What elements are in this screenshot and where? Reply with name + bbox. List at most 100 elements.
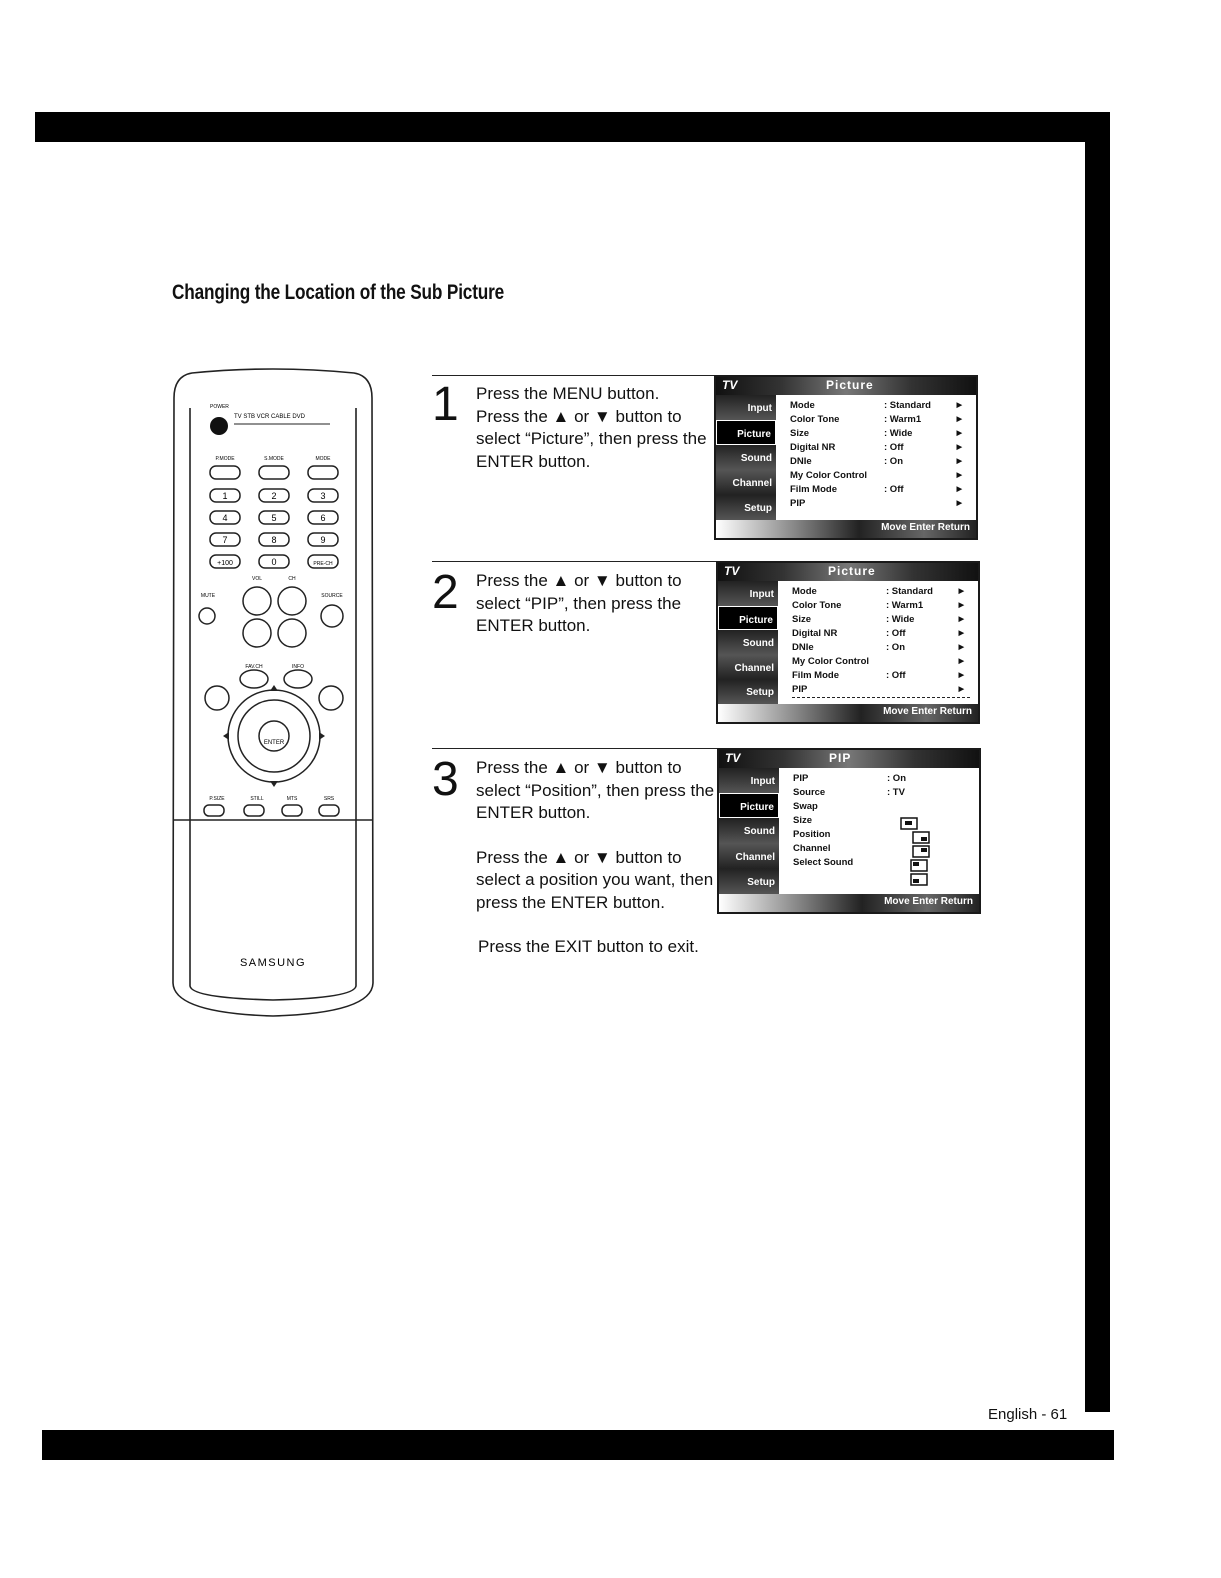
step-3-rule (432, 748, 717, 749)
osd-title-bar: TV Picture (716, 377, 976, 395)
step-number: 3 (432, 753, 459, 806)
number-key-plus100: +100 (217, 560, 233, 567)
mute-label: MUTE (201, 593, 216, 599)
osd-footer-hints: Move Enter Return (883, 706, 972, 717)
step-2: 2 Press the ▲ or ▼ button to select “PIP… (432, 561, 717, 661)
osd-picture-menu-1: TV Picture Input Picture Sound Channel S… (714, 375, 978, 540)
osd-title: Picture (828, 564, 876, 578)
bottom-black-bar (42, 1430, 1114, 1460)
exit-note: Press the EXIT button to exit. (478, 937, 699, 956)
osd-row: Digital NR: Off▶ (790, 442, 962, 453)
power-label: POWER (210, 404, 229, 410)
step-text: Press the ▲ or ▼ button to select “PIP”,… (476, 570, 717, 638)
psize-label: P.SIZE (209, 796, 225, 802)
arrow-right-icon: ▶ (958, 616, 964, 623)
arrow-right-icon: ▶ (956, 444, 962, 451)
prech-key: PRE-CH (313, 561, 333, 567)
osd-category-sound: Sound (740, 453, 772, 464)
osd-category-sound: Sound (743, 826, 775, 838)
osd-title-bar: TV Picture (718, 563, 978, 581)
section-title: Changing the Location of the Sub Picture (172, 281, 505, 304)
osd-category-setup: Setup (744, 503, 772, 514)
osd-footer: Move Enter Return (716, 520, 976, 538)
osd-footer-hints: Move Enter Return (884, 896, 973, 907)
osd-row: Position (793, 829, 831, 840)
osd-category-channel: Channel (732, 478, 772, 489)
step-number: 2 (432, 566, 459, 619)
osd-row: DNIe: On▶ (792, 642, 964, 653)
vol-label: VOL (252, 576, 262, 582)
step-1-rule (432, 375, 717, 376)
step-instruction: Press the ▲ or ▼ button to select “PIP”,… (476, 571, 682, 635)
osd-row: Film Mode: Off▶ (792, 670, 964, 681)
srs-label: SRS (324, 796, 335, 802)
osd-category-channel: Channel (734, 662, 774, 674)
still-label: STILL (250, 796, 264, 802)
osd-menu-rows: Mode: Standard▶ Color Tone: Warm1▶ Size:… (792, 585, 970, 698)
osd-tv-label: TV (722, 378, 738, 392)
number-key-2: 2 (271, 491, 276, 501)
step-text: Press the ▲ or ▼ button to select “Posit… (476, 757, 717, 914)
osd-category-setup: Setup (747, 876, 775, 888)
arrow-right-icon: ▶ (956, 458, 962, 465)
osd-row: Size: Wide▶ (790, 428, 962, 439)
osd-row: Digital NR: Off▶ (792, 628, 964, 639)
number-key-4: 4 (222, 513, 227, 523)
top-black-bar (35, 112, 1110, 142)
pmode-label: P.MODE (215, 456, 235, 462)
page-number: English - 61 (988, 1406, 1068, 1423)
osd-title: Picture (826, 378, 874, 392)
osd-category-sidebar: Input Picture Sound Channel Setup (718, 581, 778, 704)
samsung-brand: SAMSUNG (240, 957, 306, 969)
osd-row: My Color Control▶ (792, 656, 964, 667)
step-instruction: Press the ▲ or ▼ button to select “Posit… (476, 758, 715, 822)
arrow-right-icon: ▶ (956, 430, 962, 437)
step-2-rule (432, 561, 717, 562)
step-instruction: Press the ▲ or ▼ button to select a posi… (476, 847, 714, 912)
osd-category-input: Input (747, 403, 772, 414)
osd-menu-rows: PIP: On Source: TV Swap Size Position Ch… (793, 772, 971, 870)
osd-footer: Move Enter Return (719, 894, 979, 912)
smode-label: S.MODE (264, 456, 284, 462)
osd-footer-hints: Move Enter Return (881, 522, 970, 533)
source-selector-labels: TV STB VCR CABLE DVD (234, 414, 306, 420)
mode-label: MODE (316, 456, 332, 462)
arrow-right-icon: ▶ (958, 686, 964, 693)
osd-category-input: Input (749, 589, 774, 600)
arrow-right-icon: ▶ (958, 602, 964, 609)
number-key-3: 3 (320, 491, 325, 501)
pip-position-icons (900, 817, 930, 886)
osd-category-picture: Picture (719, 793, 779, 819)
osd-category-sidebar: Input Picture Sound Channel Setup (716, 395, 776, 520)
osd-tv-label: TV (724, 564, 740, 578)
right-black-bar (1085, 112, 1110, 1412)
osd-row: Channel (793, 843, 831, 854)
osd-category-picture: Picture (718, 605, 778, 631)
osd-row: Color Tone: Warm1▶ (790, 414, 962, 425)
number-key-1: 1 (222, 491, 227, 501)
info-label: INFO (292, 664, 304, 670)
osd-tv-label: TV (725, 751, 741, 765)
arrow-right-icon: ▶ (956, 486, 962, 493)
osd-title: PIP (829, 751, 852, 765)
osd-category-sidebar: Input Picture Sound Channel Setup (719, 768, 779, 894)
osd-row: Size: Wide▶ (792, 614, 964, 625)
arrow-right-icon: ▶ (958, 644, 964, 651)
osd-title-bar: TV PIP (719, 750, 979, 768)
osd-category-channel: Channel (735, 851, 775, 863)
source-label: SOURCE (321, 593, 343, 599)
osd-row: Color Tone: Warm1▶ (792, 600, 964, 611)
osd-row: PIP: On (793, 773, 906, 784)
number-key-6: 6 (320, 513, 325, 523)
favch-label: FAV.CH (245, 664, 263, 670)
osd-category-picture: Picture (716, 420, 776, 445)
number-key-7: 7 (222, 535, 227, 545)
osd-row: DNIe: On▶ (790, 456, 962, 467)
osd-row: Swap (793, 801, 818, 812)
step-number: 1 (432, 378, 459, 431)
osd-row: Select Sound (793, 857, 854, 868)
osd-row: My Color Control▶ (790, 470, 962, 481)
arrow-right-icon: ▶ (956, 416, 962, 423)
number-key-5: 5 (271, 513, 276, 523)
osd-row: Mode: Standard▶ (790, 400, 962, 411)
